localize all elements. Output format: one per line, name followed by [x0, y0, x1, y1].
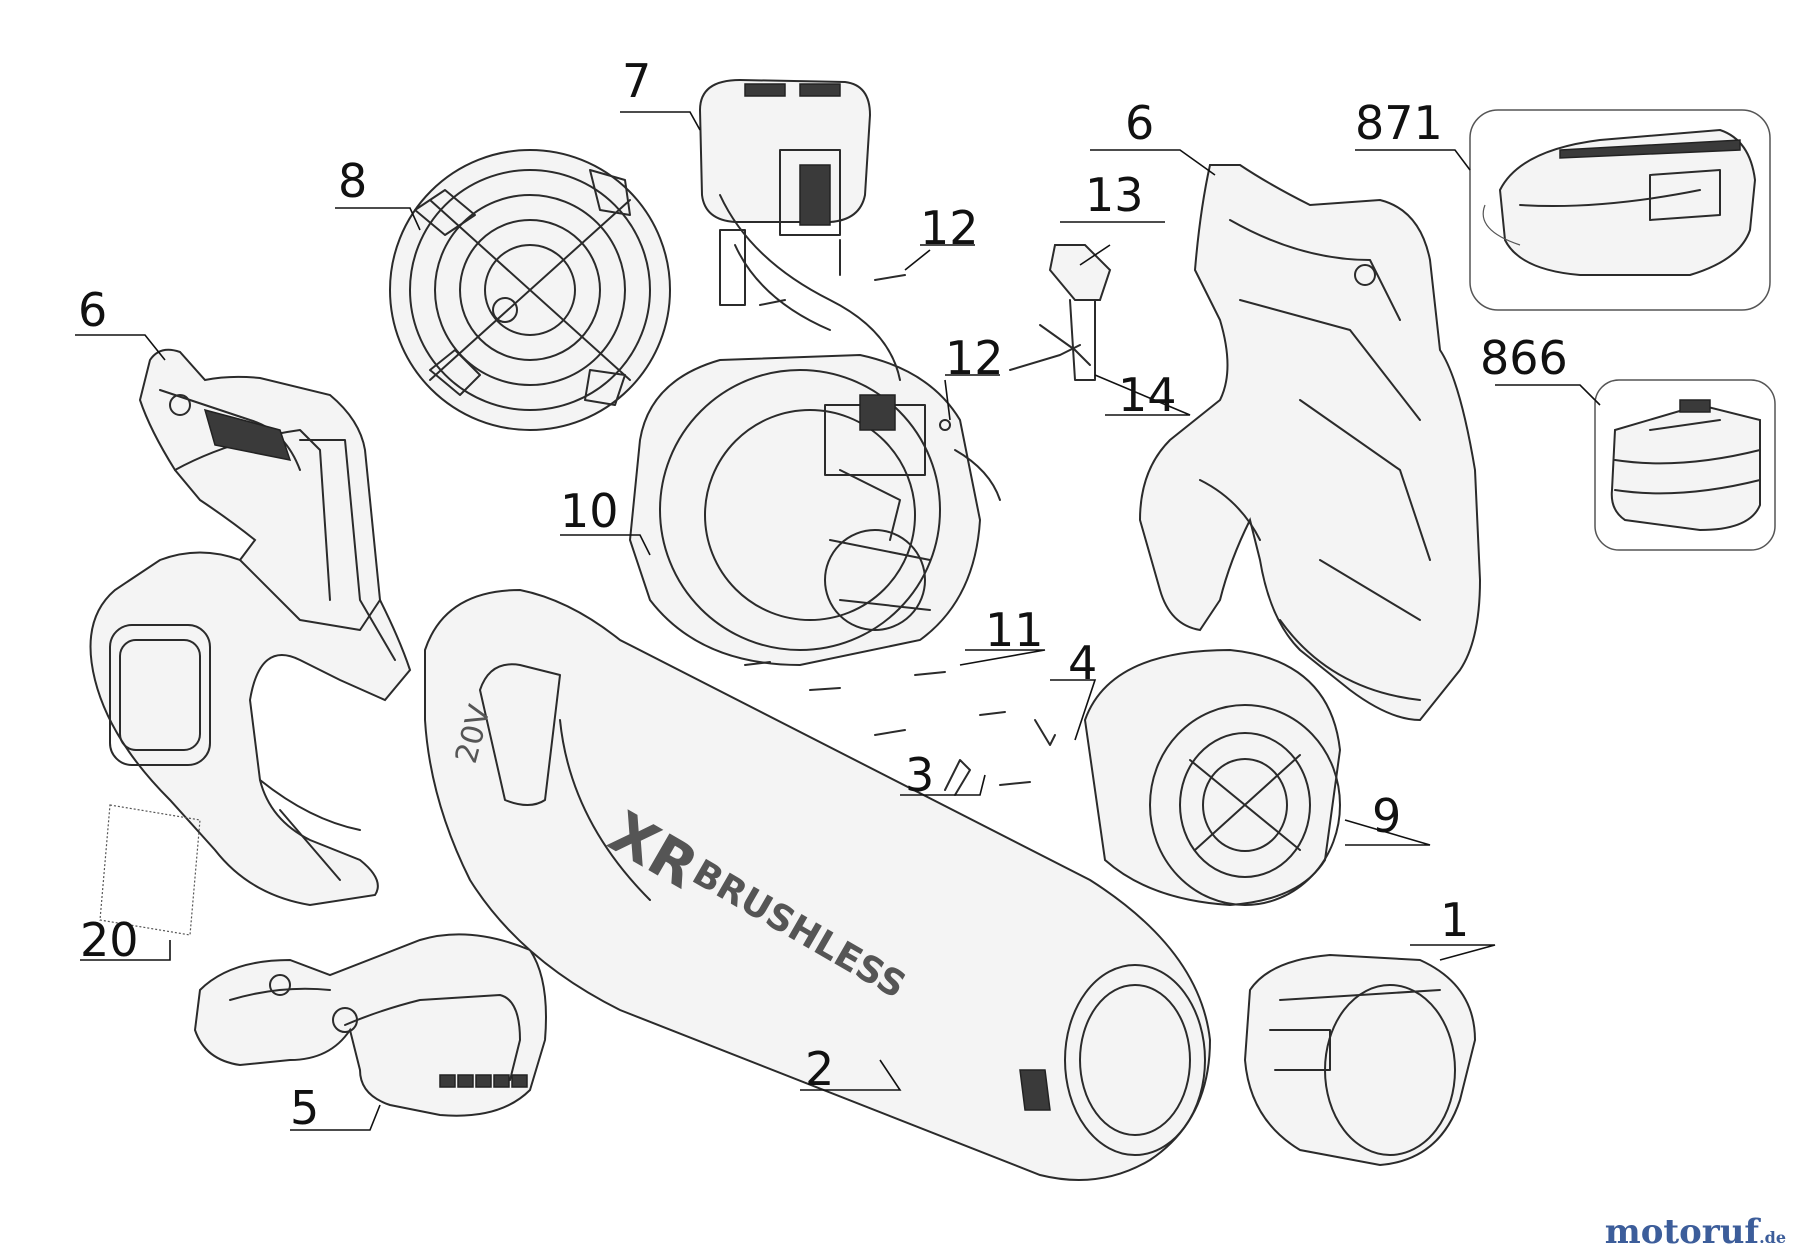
- watermark-logo-text: motoruf: [1604, 1212, 1760, 1252]
- part-9-air-inlet: [1083, 648, 1342, 907]
- callout-6-right: 6: [1125, 96, 1155, 150]
- part-6-left-housing: [89, 348, 412, 907]
- callout-11: 11: [985, 603, 1044, 657]
- callout-13: 13: [1085, 168, 1144, 222]
- leader-lines: [75, 111, 1601, 1131]
- site-watermark: motoruf.de: [1605, 1212, 1786, 1252]
- callout-12-lower: 12: [945, 331, 1004, 385]
- callout-12-upper: 12: [920, 201, 979, 255]
- part-8-rear-grille: [389, 149, 671, 431]
- part-866-battery-pack: [1594, 379, 1776, 551]
- callout-10: 10: [560, 484, 619, 538]
- callout-9: 9: [1372, 789, 1402, 843]
- callout-5: 5: [290, 1081, 320, 1135]
- callout-4: 4: [1068, 636, 1098, 690]
- part-6-right-housing: [1138, 164, 1482, 722]
- callout-2: 2: [805, 1042, 835, 1096]
- callout-1: 1: [1440, 893, 1470, 947]
- part-7-battery-cover: [698, 78, 872, 236]
- callout-7: 7: [622, 54, 652, 108]
- watermark-domain-suffix: .de: [1759, 1228, 1786, 1247]
- callout-8: 8: [338, 154, 368, 208]
- callout-3: 3: [905, 748, 935, 802]
- part-20-label: [99, 804, 201, 936]
- callout-20: 20: [80, 913, 139, 967]
- callout-14: 14: [1118, 368, 1177, 422]
- callout-866: 866: [1480, 331, 1568, 385]
- part-2-blower-tube: 20V XR BRUSHLESS: [424, 588, 1212, 1181]
- part-10-motor-assembly: [628, 194, 1001, 667]
- callout-871: 871: [1355, 96, 1443, 150]
- part-13-14-switch: [1009, 244, 1112, 381]
- part-871-charger: [1469, 109, 1771, 311]
- screw-set: [744, 239, 1056, 796]
- part-5-handle: [193, 933, 547, 1117]
- callout-6-left: 6: [78, 283, 108, 337]
- part-1-nozzle: [1243, 953, 1477, 1167]
